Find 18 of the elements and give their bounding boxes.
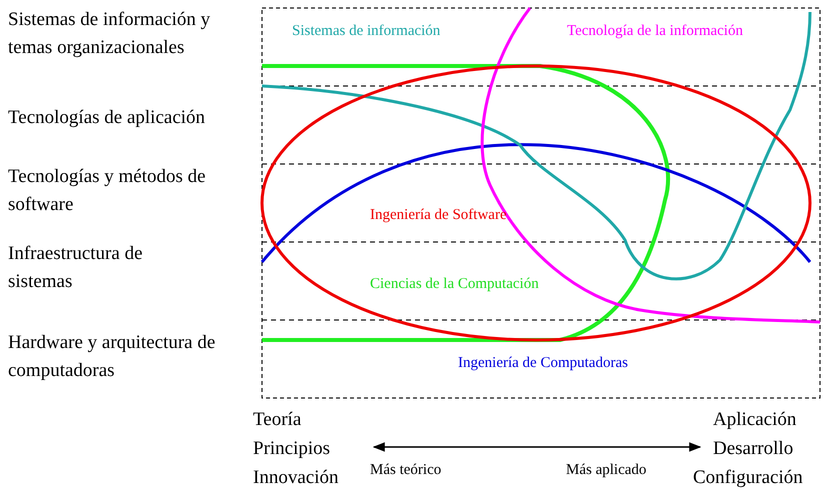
region-label: Sistemas de información — [292, 22, 440, 40]
row-label: Infraestructura de sistemas — [8, 242, 144, 294]
row-label: Tecnologías y métodos de software — [8, 165, 207, 217]
axis-label: Más aplicado — [566, 461, 646, 479]
axis-label: Aplicación — [713, 408, 796, 432]
axis-label: Más teórico — [370, 461, 442, 479]
region-label: Ingeniería de Software — [370, 206, 507, 224]
row-label: Hardware y arquitectura de computadoras — [8, 331, 216, 383]
axis-label: Principios — [253, 437, 330, 461]
axis-label: Desarrollo — [713, 437, 794, 461]
row-label: Tecnologías de aplicación — [8, 106, 206, 130]
region-label: Ciencias de la Computación — [370, 275, 539, 293]
row-label: Sistemas de información y temas organizacionales — [8, 8, 212, 60]
axis-label: Teoría — [253, 408, 302, 432]
region-label: Ingeniería de Computadoras — [458, 354, 628, 372]
region-label: Tecnología de la información — [567, 22, 743, 40]
axis-label: Innovación — [253, 466, 338, 490]
axis-label: Configuración — [693, 466, 803, 490]
